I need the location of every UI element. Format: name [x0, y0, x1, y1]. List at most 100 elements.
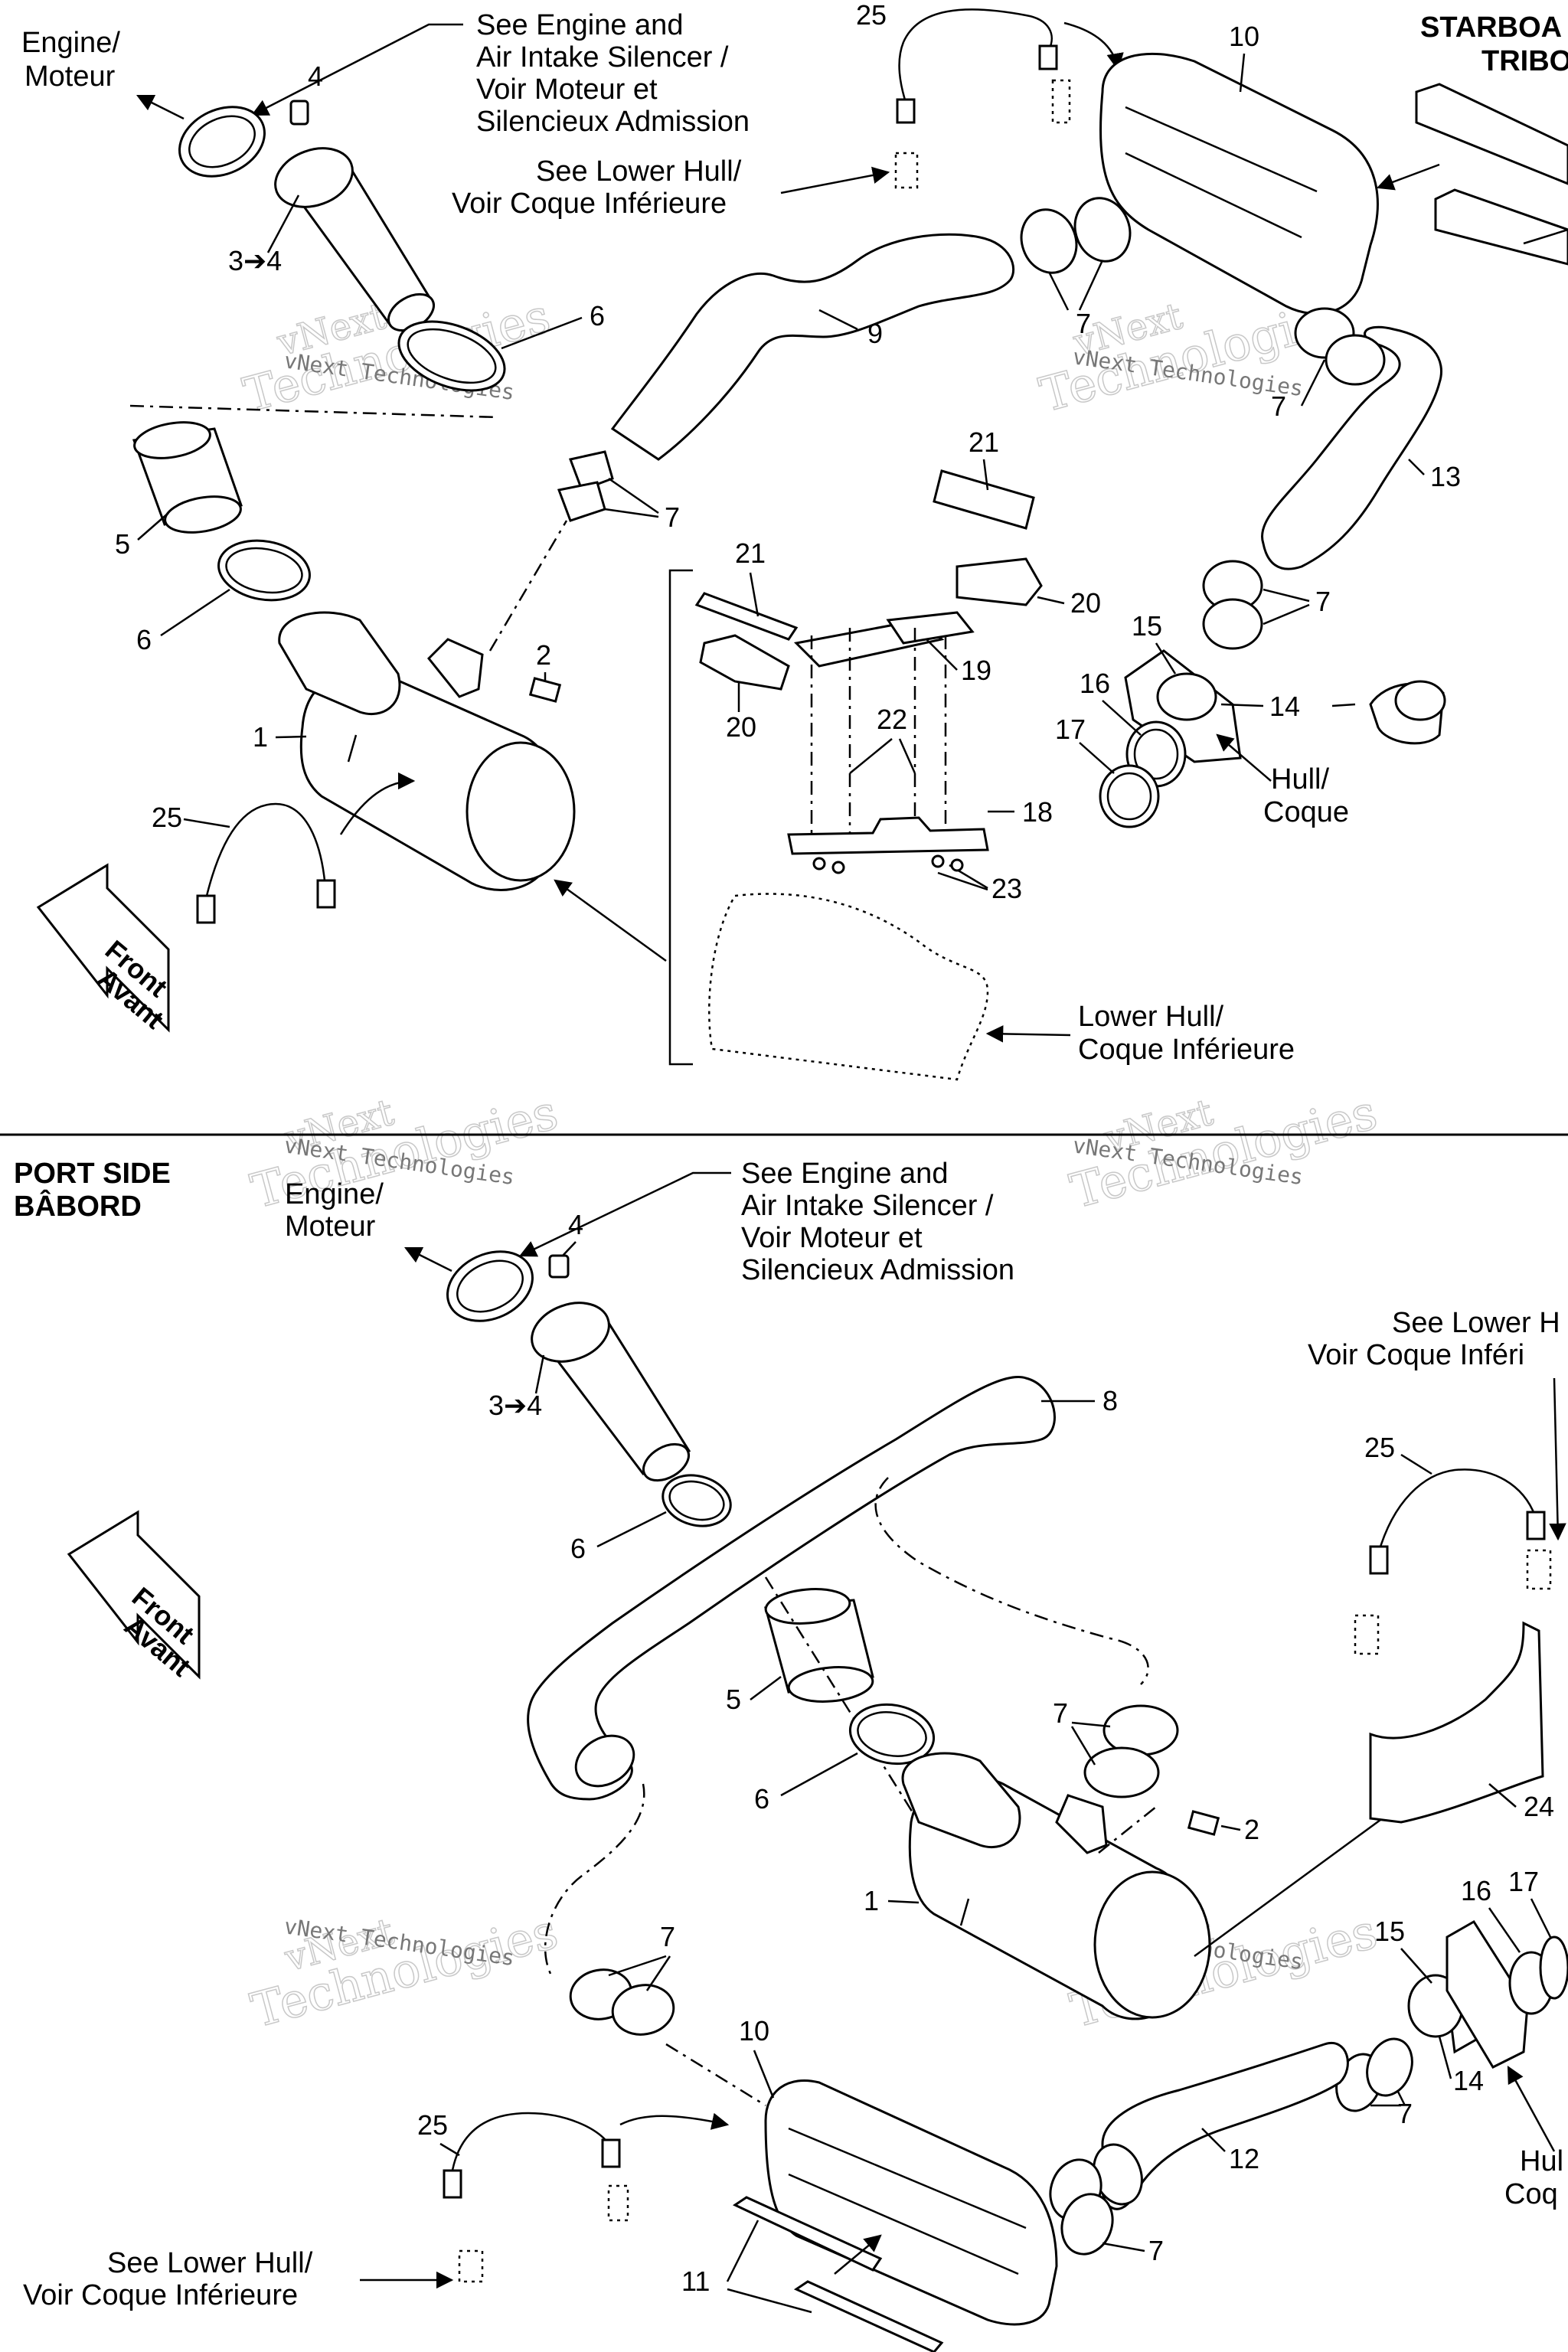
lower-hull-label: Lower Hull/ [1078, 1001, 1224, 1033]
callout-6: 6 [590, 300, 605, 332]
plate-part-11 [793, 2280, 944, 2352]
bracket-part-20 [699, 634, 790, 691]
leader-line [982, 459, 989, 491]
see-engine-label: Silencieux Admission [741, 1254, 1014, 1286]
front-arrow [67, 1510, 201, 1680]
clamp-part-6-inner [668, 1480, 725, 1521]
leader-line [985, 1025, 1071, 1043]
muffler-outlet [1055, 1794, 1108, 1854]
bracket-part-20 [956, 557, 1043, 606]
clamp-part-6-inner [225, 547, 303, 594]
section-title: STARBOA [1420, 11, 1562, 44]
leader-line [849, 738, 916, 774]
leader-line [1549, 1377, 1566, 1541]
muffler-ribs [1125, 106, 1318, 239]
leader-line [1370, 2089, 1406, 2107]
callout-6: 6 [570, 1533, 586, 1564]
callout-12: 12 [1229, 2143, 1259, 2174]
lower-hull-label: Coque Inférieure [1078, 1034, 1295, 1066]
callout-14: 14 [1269, 691, 1300, 722]
sleeve-part-5-bottom [787, 1666, 874, 1703]
leader-line [403, 1246, 452, 1272]
clamp-part-6 [217, 539, 311, 602]
ring-part-17-inner [1106, 772, 1152, 821]
callout-3-4: 3➔4 [228, 245, 282, 276]
callout-7: 7 [1271, 390, 1286, 422]
callout-7: 7 [1053, 1697, 1068, 1729]
clamp-part-7 [1202, 598, 1263, 650]
callout-10: 10 [1229, 21, 1259, 52]
leader-line [1438, 2036, 1452, 2079]
see-engine-label: Voir Moteur et [741, 1222, 923, 1254]
leader-line [1102, 700, 1142, 736]
leader-line [554, 879, 667, 962]
exhaust-pipe-flange [274, 147, 354, 208]
washer-part-23 [950, 858, 964, 872]
clamp-engine-inner [188, 115, 256, 168]
callout-9: 9 [867, 318, 883, 349]
muffler-end-cap [1093, 1870, 1211, 2019]
leader-line [1220, 703, 1264, 707]
rail-part-19 [886, 611, 975, 645]
see-lower-hull-label: See Lower Hull/ [107, 2247, 313, 2279]
callout-17: 17 [1055, 714, 1086, 745]
strap-end [443, 2169, 462, 2199]
lower-hull-outline [708, 893, 989, 1081]
leader-line [1070, 1721, 1111, 1766]
callout-15: 15 [1374, 1916, 1405, 1947]
leader-line [534, 1354, 545, 1394]
muffler-inlet [278, 611, 401, 716]
leader-line [608, 1955, 671, 1991]
leader-line [266, 194, 300, 253]
clamp-part-7 [611, 1984, 675, 2036]
see-lower-hull-label: See Lower Hull/ [536, 155, 742, 188]
clamp-part-7 [1073, 197, 1132, 263]
fitting-part-4 [548, 1254, 570, 1279]
see-lower-hull-label: Voir Coque Inféri [1308, 1339, 1524, 1371]
fastener-outline [1526, 1549, 1552, 1590]
callout-14: 14 [1453, 2065, 1484, 2096]
assembly-line [1098, 1806, 1157, 1854]
leader-line [1300, 359, 1326, 407]
callout-1: 1 [253, 721, 268, 753]
plate-part-11 [1434, 188, 1568, 266]
leader-line [1400, 1948, 1432, 1984]
leader-line [1331, 703, 1356, 707]
assembly-line [874, 1477, 1149, 1685]
section-title: PORT SIDE [14, 1158, 171, 1190]
ring-part-17 [1099, 764, 1160, 828]
callout-7: 7 [1397, 2098, 1413, 2129]
section-subtitle: BÂBORD [14, 1189, 142, 1223]
muffler-part-10 [1099, 52, 1379, 315]
leader-line [1079, 742, 1115, 774]
clamp-engine-inner [456, 1259, 524, 1313]
callout-7: 7 [665, 501, 680, 533]
muffler-mark [347, 734, 358, 763]
muffler-end-cap [466, 741, 576, 882]
see-engine-label: See Engine and [741, 1158, 948, 1190]
leader-line [136, 94, 185, 120]
callout-4: 4 [568, 1209, 583, 1240]
washer-part-23 [812, 857, 826, 871]
front-arrow [36, 863, 170, 1033]
port-section: PORT SIDE BÂBORD Engine/ Moteur See Engi… [14, 1158, 1568, 2352]
muffler-outlet [426, 638, 484, 698]
leader-line [1220, 1824, 1241, 1831]
leader-line [834, 2234, 882, 2275]
strap-end [896, 98, 916, 124]
leader-line [749, 572, 760, 617]
strap-part-25 [1377, 1468, 1537, 1555]
washer-part-23 [831, 861, 845, 874]
leader-line [937, 864, 988, 891]
leader-line [1239, 53, 1246, 93]
flange-part-14 [1446, 1919, 1529, 2069]
see-engine-label: Silencieux Admission [476, 106, 750, 138]
callout-16: 16 [1461, 1875, 1491, 1906]
strap-end [1038, 44, 1058, 70]
muffler-mark [959, 1898, 970, 1926]
leader-line [604, 477, 659, 518]
callout-2: 2 [1244, 1814, 1259, 1845]
exhaust-pipe-flange [531, 1302, 610, 1363]
clamp-part-7 [1366, 2037, 1413, 2097]
leader-line [780, 166, 890, 194]
